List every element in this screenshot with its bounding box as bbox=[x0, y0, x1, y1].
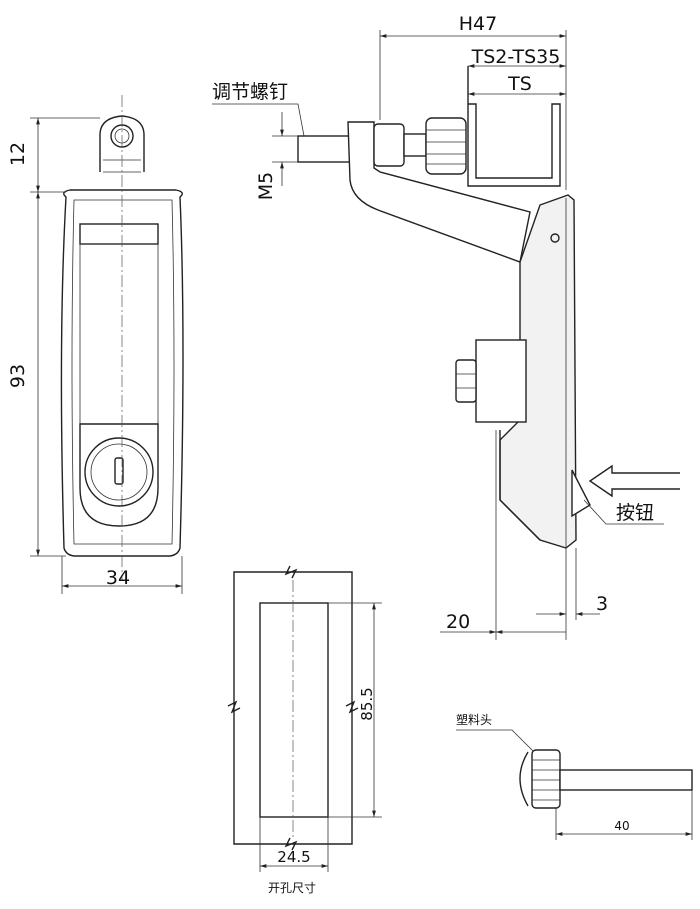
lock-body-inner bbox=[71, 199, 175, 545]
dim-panel-range: TS2-TS35 bbox=[471, 46, 561, 68]
side-view: H47 TS2-TS35 TS 调节螺钉 M5 bbox=[212, 13, 680, 640]
plastic-head-detail: 塑料头 40 bbox=[456, 712, 693, 840]
dim-cutout-width: 24.5 bbox=[277, 848, 310, 866]
label-button: 按钮 bbox=[616, 502, 654, 524]
adjust-screw-shaft bbox=[297, 135, 353, 163]
keyhole-slot bbox=[114, 457, 124, 485]
plastic-knob bbox=[531, 749, 561, 809]
cutout-caption: 开孔尺寸 bbox=[268, 881, 316, 895]
cutout-panel bbox=[233, 571, 353, 845]
knurled-knob bbox=[425, 117, 467, 175]
dim-base: 20 bbox=[446, 611, 470, 633]
dim-top-height: 12 bbox=[7, 142, 29, 166]
screw-rod bbox=[559, 769, 693, 791]
cutout-hole bbox=[259, 602, 329, 818]
threaded-rod bbox=[403, 133, 427, 157]
dim-thread: M5 bbox=[255, 172, 277, 200]
cutout-view: 85.5 24.5 开孔尺寸 bbox=[227, 565, 382, 895]
handle-top bbox=[79, 223, 159, 245]
latch-nut bbox=[455, 359, 477, 403]
label-plastic-head: 塑料头 bbox=[456, 712, 492, 727]
label-adjust-screw: 调节螺钉 bbox=[212, 81, 288, 103]
plastic-dome bbox=[519, 751, 529, 807]
dim-flange: 3 bbox=[596, 593, 608, 615]
cam-arm bbox=[347, 121, 531, 263]
push-button bbox=[571, 469, 591, 518]
dim-body-height: 93 bbox=[7, 364, 29, 388]
latch-block bbox=[475, 339, 527, 423]
hex-nut bbox=[373, 123, 405, 167]
pivot-pin bbox=[550, 233, 560, 243]
dim-rod-length: 40 bbox=[614, 819, 629, 833]
front-view: 12 93 34 bbox=[7, 95, 184, 594]
dim-total-depth: H47 bbox=[459, 13, 497, 35]
press-arrow bbox=[588, 464, 680, 498]
dim-panel: TS bbox=[507, 73, 532, 95]
dim-width: 34 bbox=[106, 567, 130, 589]
dim-cutout-height: 85.5 bbox=[358, 687, 376, 720]
panel-clip bbox=[467, 66, 561, 187]
key-cylinder bbox=[84, 437, 154, 507]
